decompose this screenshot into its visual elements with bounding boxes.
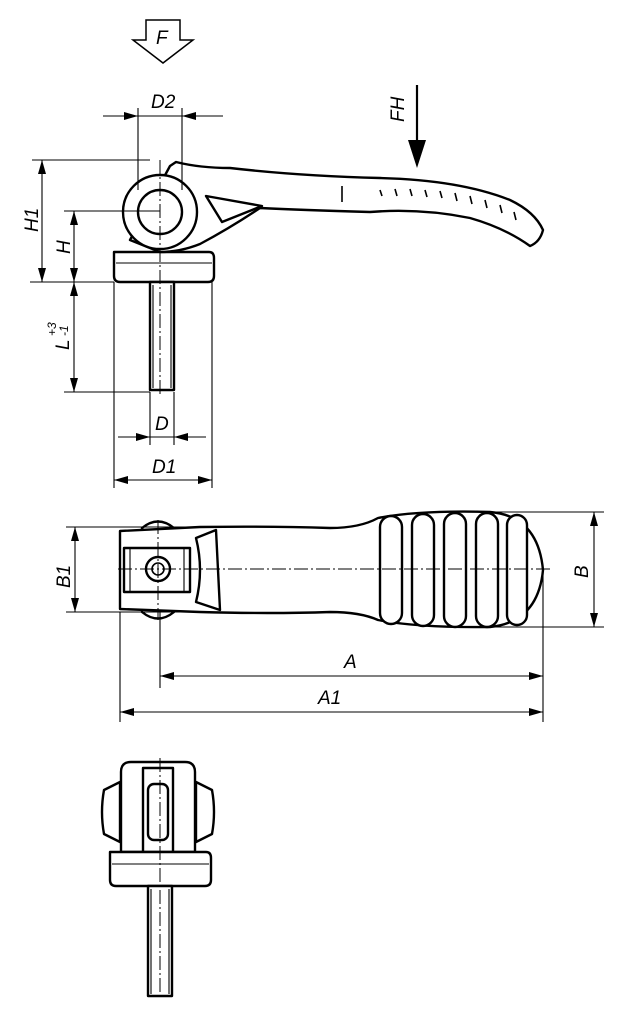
top-grip-groove-4 bbox=[474, 511, 500, 629]
dim-l-label: L bbox=[53, 339, 74, 350]
front-right-ear bbox=[194, 780, 216, 844]
top-view bbox=[118, 510, 550, 629]
side-view bbox=[112, 160, 545, 396]
dimension-h: H bbox=[54, 210, 160, 282]
side-threaded-stud bbox=[148, 280, 176, 392]
dim-b-label: B bbox=[572, 565, 593, 578]
side-lever-window bbox=[204, 194, 264, 224]
dim-l-tol-lower: -1 bbox=[57, 325, 71, 336]
top-grip-groove-3 bbox=[442, 511, 468, 629]
dimension-a1: A1 bbox=[119, 612, 543, 722]
force-fh-label: FH bbox=[388, 96, 409, 122]
force-f-label: F bbox=[156, 28, 169, 49]
dimension-a: A bbox=[159, 570, 544, 722]
top-lever-window bbox=[194, 528, 222, 612]
dim-d2-label: D2 bbox=[151, 92, 176, 113]
dim-l-tol-upper: +3 bbox=[45, 322, 59, 336]
dim-b1-label: B1 bbox=[54, 565, 75, 588]
dim-d-label: D bbox=[155, 414, 169, 435]
dim-h1-label: H1 bbox=[22, 208, 43, 232]
dimension-d: D bbox=[118, 392, 206, 445]
front-pin bbox=[146, 782, 170, 842]
side-washer bbox=[112, 250, 216, 284]
dim-a1-label: A1 bbox=[317, 688, 341, 709]
dim-h-label: H bbox=[54, 240, 75, 254]
dimension-d2: D2 bbox=[103, 92, 223, 190]
force-f-arrow: F bbox=[130, 19, 196, 64]
dimension-b1: B1 bbox=[54, 526, 200, 613]
top-grip-groove-2 bbox=[410, 512, 436, 628]
force-fh-arrow: FH bbox=[388, 85, 426, 168]
dim-d1-label: D1 bbox=[152, 457, 176, 478]
dim-a-label: A bbox=[343, 652, 357, 673]
side-lever-body bbox=[128, 160, 545, 254]
dimension-h1: H1 bbox=[22, 159, 150, 282]
top-grip-groove-5 bbox=[505, 513, 529, 627]
top-grip-groove-1 bbox=[378, 514, 404, 626]
dimension-l: L +3 -1 bbox=[45, 282, 150, 393]
dimension-b: B bbox=[490, 511, 604, 628]
front-view bbox=[100, 758, 216, 1000]
dimension-d1: D1 bbox=[113, 282, 213, 488]
front-left-ear bbox=[100, 780, 122, 844]
